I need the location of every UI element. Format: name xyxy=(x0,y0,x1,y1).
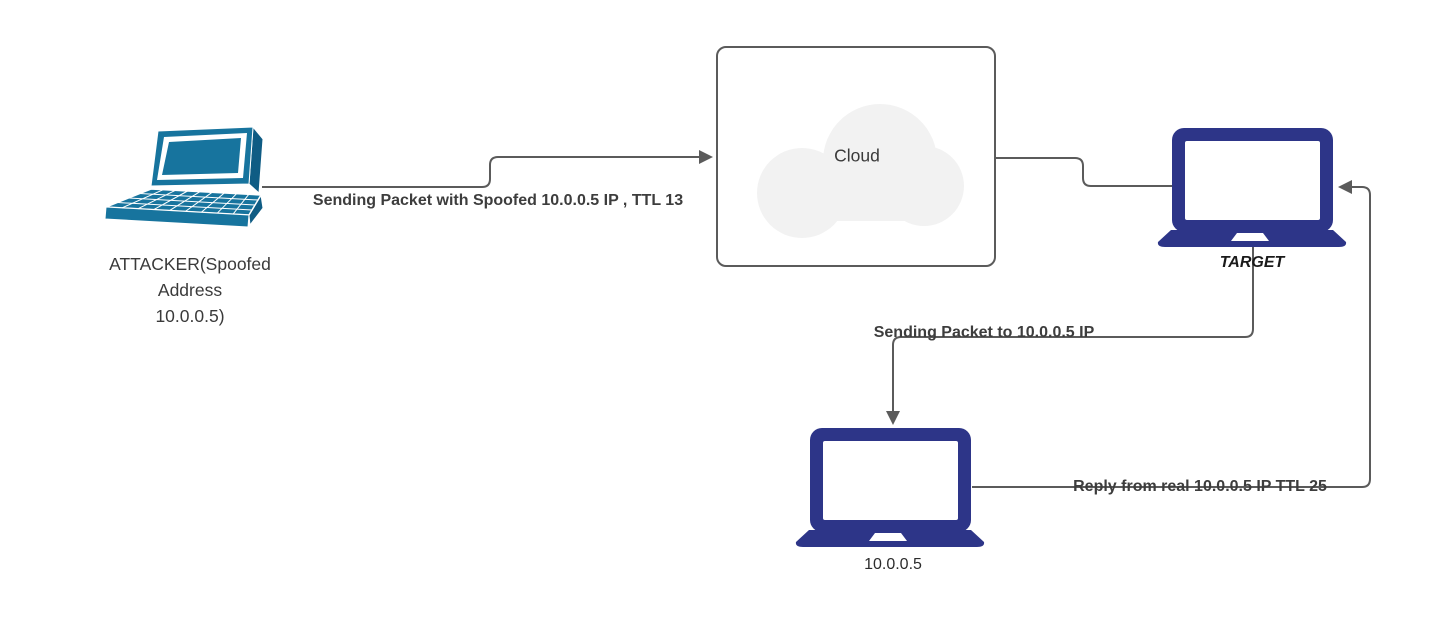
edge-label-spoofed-packet: Sending Packet with Spoofed 10.0.0.5 IP … xyxy=(312,192,684,209)
real-host-label: 10.0.0.5 xyxy=(864,556,922,573)
target-laptop-icon xyxy=(1157,128,1347,247)
real-host-laptop-icon xyxy=(795,428,985,547)
cloud-label: Cloud xyxy=(834,145,880,166)
arrowhead-into-real-host xyxy=(886,411,900,425)
edge-label-reply: Reply from real 10.0.0.5 IP TTL 25 xyxy=(1073,478,1327,495)
keyboard-grid xyxy=(117,189,259,215)
edge-target-to-real-host xyxy=(892,247,1254,411)
edge-label-sending-packet: Sending Packet to 10.0.0.5 IP xyxy=(873,324,1095,341)
arrowhead-into-cloud xyxy=(699,150,713,164)
edge-cloud-to-target xyxy=(996,157,1173,187)
target-label: TARGET xyxy=(1219,254,1285,271)
attacker-laptop-icon xyxy=(104,125,264,228)
cloud-icon xyxy=(757,104,964,238)
arrowhead-into-target xyxy=(1338,180,1352,194)
edge-real-host-to-target xyxy=(972,186,1371,488)
attacker-label: ATTACKER(Spoofed Address 10.0.0.5) xyxy=(109,254,271,326)
edge-attacker-to-cloud xyxy=(262,156,699,188)
cloud-node: Cloud xyxy=(716,46,996,267)
